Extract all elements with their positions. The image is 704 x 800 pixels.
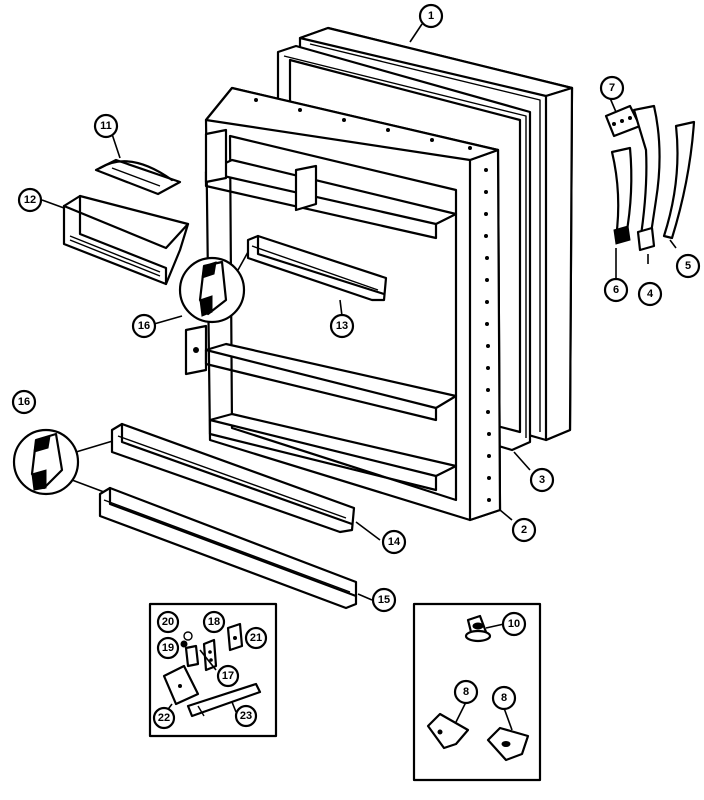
callout-16-lower: 16 bbox=[11, 389, 37, 415]
callout-label: 16 bbox=[18, 396, 30, 408]
callout-12: 12 bbox=[17, 187, 43, 213]
callout-label: 14 bbox=[388, 536, 401, 548]
leader-lines bbox=[41, 23, 677, 629]
callout-label: 22 bbox=[158, 712, 170, 724]
callout-11: 11 bbox=[93, 113, 119, 139]
callout-16-upper: 16 bbox=[131, 313, 157, 339]
callout-label: 5 bbox=[685, 260, 691, 272]
callout-label: 1 bbox=[428, 10, 434, 22]
liner-screw-holes bbox=[254, 98, 491, 502]
callout-label: 3 bbox=[539, 474, 545, 486]
shelf-rail-lower bbox=[110, 422, 356, 534]
callout-label: 17 bbox=[222, 670, 234, 682]
callout-8-left: 8 bbox=[453, 679, 479, 705]
callout-6: 6 bbox=[603, 277, 629, 303]
callout-20: 20 bbox=[156, 610, 180, 634]
dairy-compartment bbox=[62, 194, 190, 286]
callout-18: 18 bbox=[202, 610, 226, 634]
callout-label: 7 bbox=[609, 82, 615, 94]
callout-label: 8 bbox=[501, 692, 507, 704]
callout-label: 2 bbox=[521, 524, 527, 536]
callout-19: 19 bbox=[156, 636, 180, 660]
bracket-detail-upper bbox=[178, 251, 249, 324]
callout-label: 16 bbox=[138, 320, 150, 332]
callout-label: 10 bbox=[508, 618, 520, 630]
callout-8-right: 8 bbox=[491, 685, 517, 711]
callout-4: 4 bbox=[637, 281, 663, 307]
callout-22: 22 bbox=[152, 706, 176, 730]
dairy-cover bbox=[94, 158, 182, 196]
bracket-detail-lower bbox=[12, 428, 117, 496]
callout-label: 20 bbox=[162, 616, 174, 628]
bottom-trim-rail bbox=[98, 486, 358, 610]
callout-15: 15 bbox=[371, 587, 397, 613]
callout-label: 18 bbox=[208, 616, 220, 628]
callout-3: 3 bbox=[529, 467, 555, 493]
callout-7: 7 bbox=[599, 75, 625, 101]
callout-label: 8 bbox=[463, 686, 469, 698]
callout-1: 1 bbox=[418, 3, 444, 29]
callout-label: 15 bbox=[378, 594, 390, 606]
callout-5: 5 bbox=[675, 253, 701, 279]
callout-label: 13 bbox=[336, 320, 348, 332]
callout-10: 10 bbox=[501, 611, 527, 637]
callout-label: 11 bbox=[100, 120, 112, 132]
callout-21: 21 bbox=[244, 626, 268, 650]
callout-label: 12 bbox=[24, 194, 36, 206]
callout-label: 6 bbox=[613, 284, 619, 296]
callout-2: 2 bbox=[511, 517, 537, 543]
hinge-parts bbox=[604, 104, 696, 252]
callout-23: 23 bbox=[234, 704, 258, 728]
callout-label: 21 bbox=[250, 632, 262, 644]
callout-14: 14 bbox=[381, 529, 407, 555]
callout-label: 4 bbox=[647, 288, 654, 300]
callout-17: 17 bbox=[216, 664, 240, 688]
callout-13: 13 bbox=[329, 313, 355, 339]
callout-label: 23 bbox=[240, 710, 252, 722]
shelf-rail-upper bbox=[246, 234, 388, 302]
callout-label: 19 bbox=[162, 642, 174, 654]
